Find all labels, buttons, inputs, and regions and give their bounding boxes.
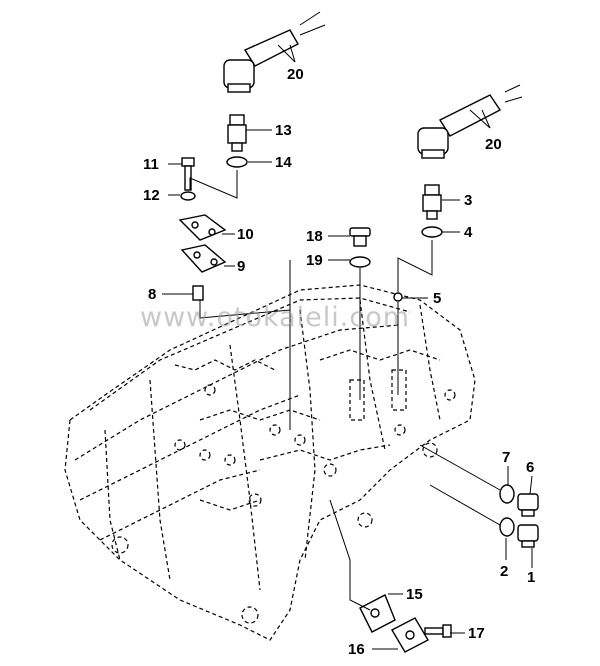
assembly-line-cover [329, 499, 371, 611]
callout-4: 4 [464, 224, 473, 241]
plug-1 [517, 524, 539, 548]
callout-2: 2 [500, 563, 508, 580]
seal-ring-19 [349, 256, 371, 268]
watermark: www.otokaleli.com [140, 302, 410, 333]
callout-20a: 20 [287, 66, 304, 83]
bolt-11 [181, 157, 195, 191]
callout-11: 11 [143, 156, 159, 173]
callout-19: 19 [306, 252, 323, 269]
washer-2 [499, 517, 515, 537]
seal-ring-4 [421, 226, 443, 238]
callout-14: 14 [275, 154, 292, 171]
seal-ring-14 [226, 156, 248, 168]
cover-plate-10 [178, 214, 227, 241]
callout-9: 9 [237, 258, 245, 275]
washer-12 [180, 191, 196, 201]
sensor-connector-right [417, 84, 523, 159]
callout-labels: 20 13 14 11 12 10 9 8 20 3 4 5 18 19 7 6… [143, 66, 535, 658]
assembly-line-left [189, 170, 291, 430]
callout-5: 5 [433, 290, 441, 307]
sensor-13 [227, 114, 247, 152]
callout-10: 10 [237, 226, 254, 243]
plug-6 [517, 493, 539, 517]
ball-5 [393, 292, 403, 302]
callout-18: 18 [306, 228, 323, 245]
assembly-line-plugs [419, 444, 501, 526]
sensor-connector-left [223, 11, 326, 93]
callout-leaders [162, 44, 533, 650]
callout-20b: 20 [485, 136, 502, 153]
callout-17: 17 [468, 625, 485, 642]
callout-8: 8 [148, 286, 156, 303]
assembly-line-right [397, 240, 433, 395]
pin-8 [192, 285, 204, 301]
callout-1: 1 [527, 569, 535, 586]
callout-12: 12 [143, 187, 160, 204]
plug-18 [349, 227, 371, 247]
gasket-9 [180, 244, 227, 273]
callout-16: 16 [348, 641, 365, 658]
bolt-17 [424, 624, 452, 638]
washer-7 [499, 484, 515, 504]
callout-3: 3 [464, 192, 472, 209]
callout-15: 15 [406, 586, 423, 603]
callout-13: 13 [275, 122, 292, 139]
cover-15 [359, 594, 396, 633]
callout-6: 6 [526, 459, 534, 476]
gearbox-housing [64, 284, 476, 641]
gasket-16 [391, 617, 429, 653]
callout-7: 7 [502, 449, 510, 466]
sensor-3 [422, 184, 442, 220]
